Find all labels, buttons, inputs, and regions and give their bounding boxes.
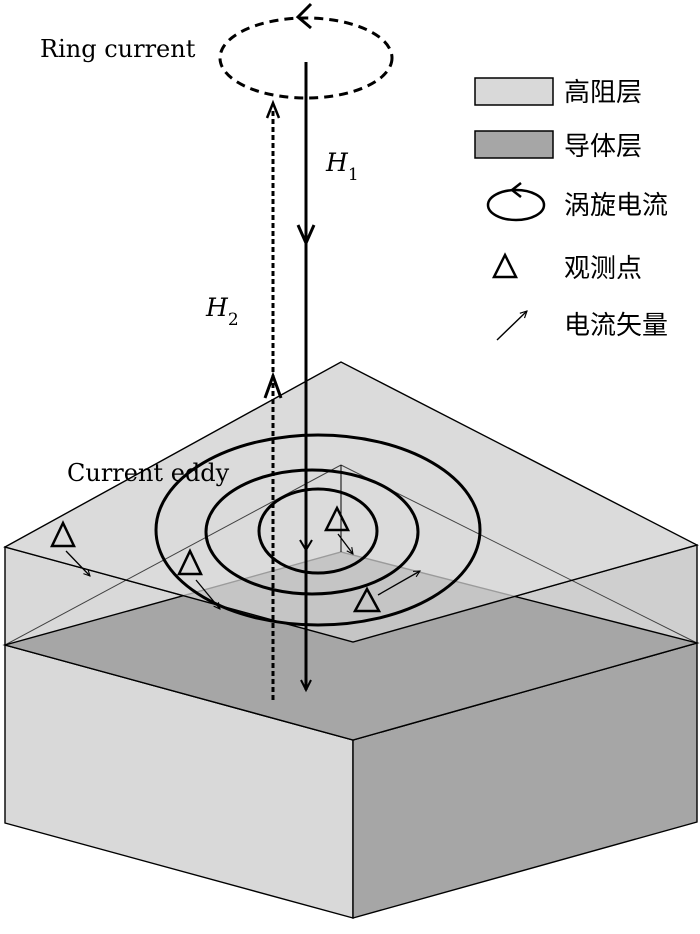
secondary-field-h2: [263, 99, 283, 700]
legend-item-high-resistance: 高阻层: [474, 77, 642, 108]
legend-label: 涡旋电流: [564, 191, 668, 221]
h2-label: H2: [205, 293, 239, 330]
legend-item-eddy: 涡旋电流: [486, 182, 668, 222]
primary-field-h1: [296, 62, 316, 693]
triangle-icon: [323, 505, 351, 532]
current-vector-arrow: [65, 550, 90, 576]
h2-arrowhead-upper: [265, 99, 281, 119]
legend-label: 高阻层: [564, 78, 642, 108]
h1-center-arrowhead: [299, 539, 313, 552]
ring-current-loop: [218, 2, 394, 100]
ring-current-label: Ring current: [40, 35, 196, 63]
eddy-ring-middle: [204, 468, 420, 596]
legend: 高阻层 导体层 涡旋电流 观测点 电流矢量: [474, 77, 668, 341]
eddy-loop-arrowhead: [509, 182, 522, 198]
arrow-icon: [496, 311, 527, 341]
triangle-icon: [352, 586, 382, 613]
h2-arrowhead-lower: [263, 371, 283, 399]
h2-subscript: 2: [228, 310, 239, 330]
legend-item-observation: 观测点: [491, 252, 642, 284]
legend-label: 电流矢量: [564, 311, 668, 341]
eddy-rings: [154, 433, 482, 627]
legend-item-current-vector: 电流矢量: [496, 311, 668, 341]
h1-subscript: 1: [348, 165, 359, 185]
conductor-swatch: [474, 130, 554, 159]
inner-right-edge: [340, 464, 698, 644]
eddy-loop-icon: [486, 188, 546, 222]
eddy-ring-outer: [154, 433, 482, 627]
h1-arrowhead: [296, 224, 316, 247]
top-surface: [3, 361, 699, 643]
layered-block: [2, 361, 700, 919]
legend-label: 导体层: [564, 132, 642, 162]
triangle-icon: [50, 520, 76, 548]
current-vector-arrow: [195, 579, 220, 609]
h1-label: H1: [325, 148, 359, 185]
high-resistance-swatch: [474, 77, 554, 106]
legend-item-conductor: 导体层: [474, 130, 642, 162]
current-vector-arrow: [377, 571, 420, 596]
current-eddy-label: Current eddy: [67, 459, 230, 487]
h1-bottom-arrowhead: [300, 679, 312, 693]
current-vector-arrow: [337, 533, 353, 554]
ring-current-ellipse: [218, 16, 394, 100]
observation-points: [50, 505, 420, 613]
triangle-icon: [177, 548, 203, 576]
eddy-ring-inner: [257, 487, 379, 575]
triangle-icon: [491, 252, 519, 279]
ring-current-arrowhead: [295, 2, 313, 30]
legend-label: 观测点: [564, 254, 642, 284]
